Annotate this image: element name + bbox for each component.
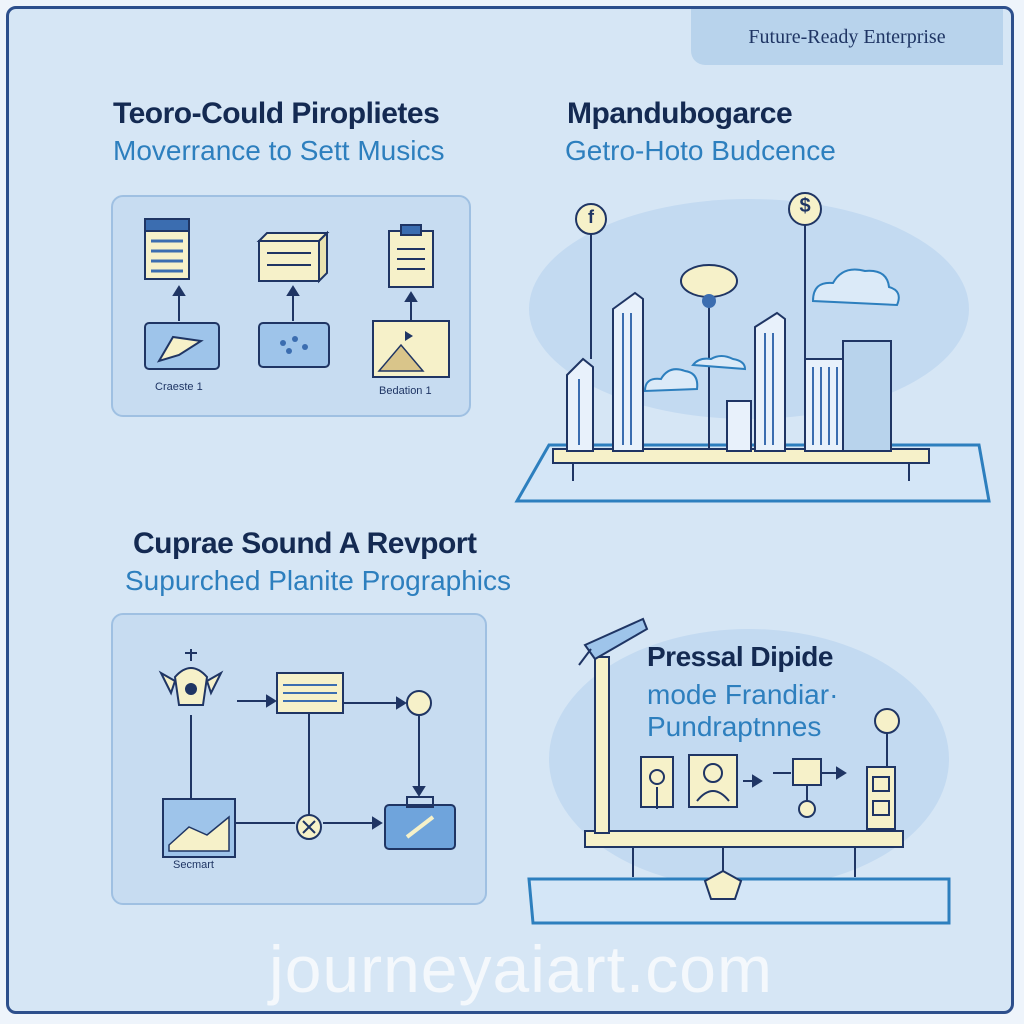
stage-floor [527, 877, 951, 925]
section2-title: Mpandubogarce [567, 97, 793, 130]
infographic-frame: Future-Ready Enterprise Teoro-Could Piro… [6, 6, 1014, 1014]
section3-subtitle: Supurched Planite Prographics [125, 565, 512, 596]
profile-card-icon [640, 754, 738, 808]
clipboard-icon [388, 224, 434, 288]
stage-arrows [656, 766, 847, 809]
lightbulb-icon [158, 649, 224, 706]
city-illustration [514, 192, 991, 503]
section2-subtitle: Getro-Hoto Budcence [565, 135, 836, 166]
building-windows [578, 313, 838, 445]
hub-icon [703, 869, 743, 900]
chip-icon [258, 322, 330, 368]
pin-left-icon [575, 203, 607, 359]
flow-arrows [190, 694, 426, 830]
toolbox-icon [384, 796, 456, 850]
tower-icon [866, 708, 900, 830]
map-icon [162, 798, 236, 858]
info-node-icon [406, 690, 432, 716]
pin-right-icon [788, 192, 822, 369]
cloud-tiny-icon [691, 355, 747, 371]
pin-left-symbol: f [588, 207, 594, 227]
cloud-icon [811, 268, 900, 307]
video-icon [372, 320, 450, 378]
box-icon [256, 230, 330, 284]
pin-right-symbol: $ [799, 195, 811, 217]
cloud-node-icon [680, 264, 738, 449]
crane-icon [578, 617, 649, 834]
section4-title: Pressal Dipide [647, 641, 833, 672]
watermark: journeyaiart.com [269, 932, 773, 1006]
node-box-icon [792, 758, 822, 786]
up-arrows [172, 285, 418, 321]
section1-subtitle: Moverrance to Sett Musics [113, 135, 445, 166]
section3-flow-diagram [158, 649, 456, 858]
section1-label-right: Bedation 1 [379, 385, 432, 397]
section3-title: Cuprae Sound A Revport [133, 527, 477, 560]
stage-illustration [527, 617, 951, 925]
section4-subtitle-line2: Pundraptnnes [647, 711, 822, 742]
section3-panel [111, 613, 487, 905]
cloud-small-icon [643, 368, 699, 393]
header-badge: Future-Ready Enterprise [691, 9, 1003, 65]
document-icon [276, 672, 344, 714]
image-icon [144, 322, 220, 370]
stage-bench [584, 830, 904, 848]
badge-text: Future-Ready Enterprise [748, 25, 946, 48]
section3-label-bottom: Secmart [173, 859, 214, 871]
section1-label-left: Craeste 1 [155, 381, 203, 393]
section1-title: Teoro-Could Piroplietes [113, 97, 440, 130]
server-icon [144, 218, 190, 280]
section4-subtitle-line1: mode Frandiar· [647, 679, 839, 710]
section1-flow-diagram [144, 218, 450, 378]
